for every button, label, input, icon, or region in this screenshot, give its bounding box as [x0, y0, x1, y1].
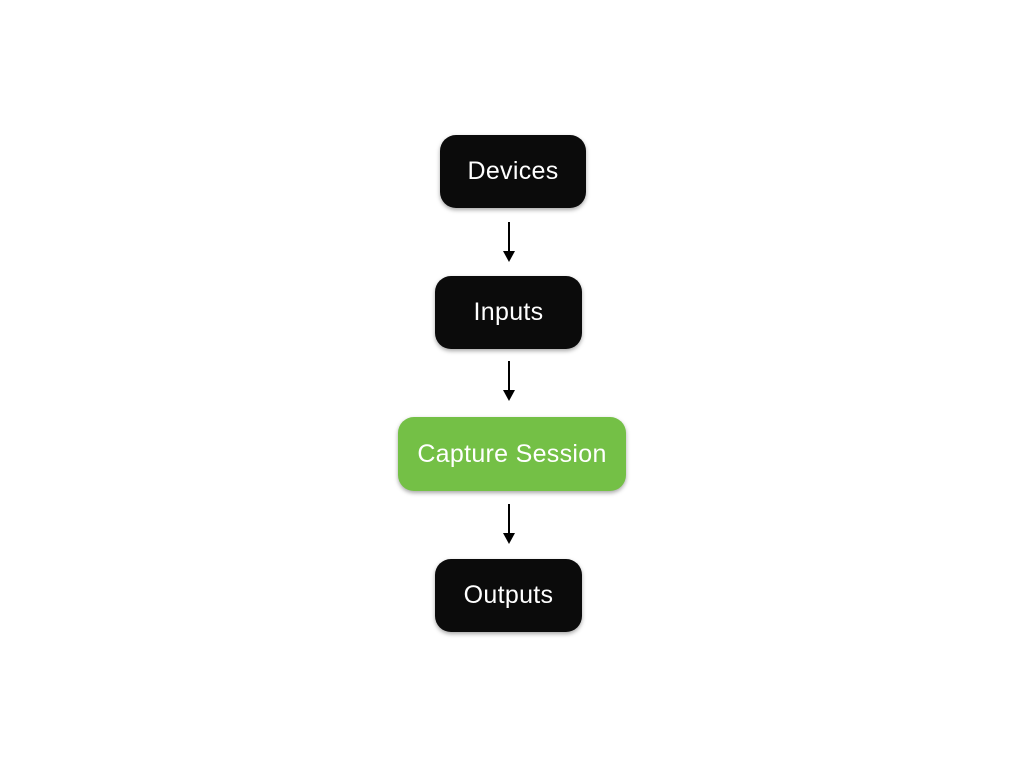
arrow-down-icon [502, 222, 516, 262]
arrow-shaft [508, 361, 510, 390]
node-outputs-label: Outputs [463, 581, 554, 609]
arrow-head [503, 251, 515, 262]
arrow-down-icon [502, 361, 516, 401]
node-inputs-label: Inputs [473, 298, 544, 326]
arrow-shaft [508, 504, 510, 533]
node-capture-session-label: Capture Session [417, 439, 607, 468]
arrow-down-icon [502, 504, 516, 544]
node-outputs: Outputs [435, 559, 582, 632]
node-capture-session: Capture Session [398, 417, 626, 491]
arrow-head [503, 390, 515, 401]
arrow-shaft [508, 222, 510, 251]
arrow-head [503, 533, 515, 544]
node-devices-label: Devices [467, 157, 559, 185]
node-devices: Devices [440, 135, 586, 208]
node-inputs: Inputs [435, 276, 582, 349]
